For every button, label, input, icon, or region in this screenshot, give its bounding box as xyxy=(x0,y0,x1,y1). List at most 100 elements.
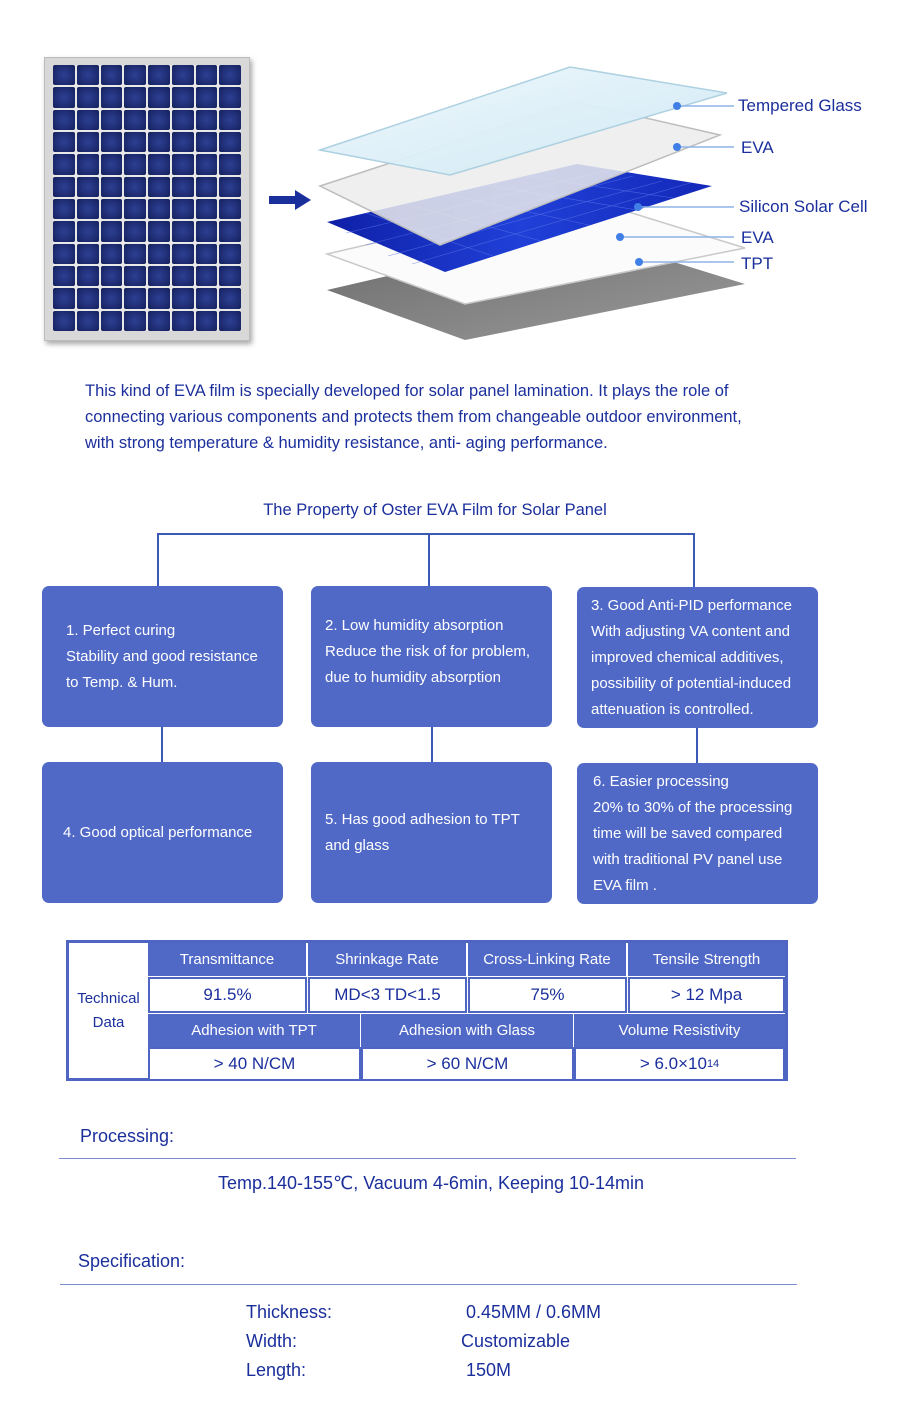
solar-cell-grid xyxy=(53,65,241,331)
processing-text: Temp.140-155℃, Vacuum 4-6min, Keeping 10… xyxy=(217,1173,645,1193)
value-tensile-strength: > 12 Mpa xyxy=(628,977,785,1013)
technical-label-line: Data xyxy=(92,1013,125,1031)
solar-cell xyxy=(148,199,170,220)
property-box-4: 4. Good optical performance xyxy=(42,762,283,903)
property-text: due to humidity absorption xyxy=(325,669,501,686)
solar-cell xyxy=(53,199,75,220)
tree-connector xyxy=(157,533,159,586)
header-volume-resistivity: Volume Resistivity xyxy=(574,1014,785,1047)
specification-divider xyxy=(60,1284,797,1285)
property-box-3: 3. Good Anti-PID performance With adjust… xyxy=(577,587,818,728)
label-tempered-glass: Tempered Glass xyxy=(738,96,862,115)
solar-cell xyxy=(219,154,241,175)
technical-data-label: Technical Data xyxy=(69,943,148,1078)
label-tpt: TPT xyxy=(741,254,774,273)
solar-cell xyxy=(195,310,218,331)
volume-resistivity-base: > 6.0×10 xyxy=(639,1054,707,1073)
solar-cell xyxy=(100,109,123,130)
property-box-5: 5. Has good adhesion to TPT and glass xyxy=(311,762,552,903)
solar-cell xyxy=(53,310,75,331)
tree-connector xyxy=(431,726,433,763)
solar-cell xyxy=(195,199,218,220)
solar-cell xyxy=(148,132,170,153)
solar-cell xyxy=(53,243,75,264)
solar-cell xyxy=(53,176,75,197)
property-text: 5. Has good adhesion to TPT xyxy=(325,810,520,828)
solar-cell xyxy=(148,310,170,331)
solar-cell xyxy=(76,199,99,220)
property-text: with traditional PV panel use xyxy=(593,850,783,868)
solar-cell xyxy=(171,221,194,242)
property-text: EVA film . xyxy=(593,876,657,894)
solar-cell xyxy=(124,65,146,86)
tree-connector xyxy=(157,533,695,535)
property-box-6: 6. Easier processing 20% to 30% of the p… xyxy=(577,763,818,904)
property-text: improved chemical additives, xyxy=(591,648,784,666)
header-adhesion-tpt: Adhesion with TPT xyxy=(148,1014,360,1047)
property-text: Stability and good resistance xyxy=(66,647,258,665)
solar-cell xyxy=(76,310,99,331)
solar-cell xyxy=(195,65,218,86)
spec-value-length: 150M xyxy=(466,1360,512,1380)
value-cross-linking-rate: 75% xyxy=(468,977,627,1013)
solar-cell xyxy=(76,288,99,309)
property-title: The Property of Oster EVA Film for Solar… xyxy=(263,501,607,519)
solar-cell xyxy=(148,109,170,130)
solar-cell xyxy=(171,199,194,220)
solar-cell xyxy=(148,288,170,309)
solar-cell xyxy=(100,176,123,197)
label-eva-upper: EVA xyxy=(741,138,774,157)
solar-cell xyxy=(76,176,99,197)
solar-cell xyxy=(195,132,218,153)
solar-cell xyxy=(76,243,99,264)
solar-cell xyxy=(195,288,218,309)
spec-key-length: Length: xyxy=(246,1360,307,1380)
solar-cell xyxy=(171,87,194,108)
silicon-solar-cell-layer xyxy=(327,164,712,272)
solar-cell xyxy=(219,87,241,108)
solar-cell xyxy=(53,288,75,309)
header-transmittance: Transmittance xyxy=(148,943,306,976)
solar-cell xyxy=(76,266,99,287)
solar-cell xyxy=(219,176,241,197)
solar-cell xyxy=(195,109,218,130)
solar-cell xyxy=(76,221,99,242)
solar-cell xyxy=(171,243,194,264)
solar-cell xyxy=(124,176,146,197)
solar-cell xyxy=(219,288,241,309)
solar-cell xyxy=(124,87,146,108)
header-cross-linking-rate: Cross-Linking Rate xyxy=(468,943,626,976)
tempered-glass-layer xyxy=(317,66,728,176)
solar-cell xyxy=(53,132,75,153)
tree-connector xyxy=(696,727,698,764)
solar-cell xyxy=(100,87,123,108)
solar-cell xyxy=(195,87,218,108)
solar-cell xyxy=(148,87,170,108)
solar-cell xyxy=(148,243,170,264)
solar-cell xyxy=(219,310,241,331)
solar-cell xyxy=(100,221,123,242)
solar-cell xyxy=(100,154,123,175)
header-adhesion-glass: Adhesion with Glass xyxy=(361,1014,573,1047)
solar-cell xyxy=(219,243,241,264)
solar-cell xyxy=(53,154,75,175)
solar-cell xyxy=(219,109,241,130)
tree-connector xyxy=(428,533,430,586)
solar-cell xyxy=(171,176,194,197)
intro-line: with strong temperature & humidity resis… xyxy=(85,434,608,452)
solar-cell xyxy=(100,243,123,264)
property-text: With adjusting VA content and xyxy=(591,622,791,640)
processing-divider xyxy=(59,1158,796,1159)
technical-data-table: Technical Data Transmittance Shrinkage R… xyxy=(66,940,788,1081)
property-text: 20% to 30% of the processing xyxy=(593,798,793,816)
specification-heading: Specification: xyxy=(78,1251,186,1271)
solar-cell xyxy=(148,176,170,197)
solar-cell xyxy=(124,243,146,264)
solar-cell xyxy=(124,221,146,242)
property-text: Reduce the risk of for problem, xyxy=(325,643,531,660)
processing-heading: Processing: xyxy=(80,1126,175,1146)
solar-cell xyxy=(100,65,123,86)
solar-cell xyxy=(124,109,146,130)
solar-cell xyxy=(195,266,218,287)
label-eva-lower: EVA xyxy=(741,228,774,247)
